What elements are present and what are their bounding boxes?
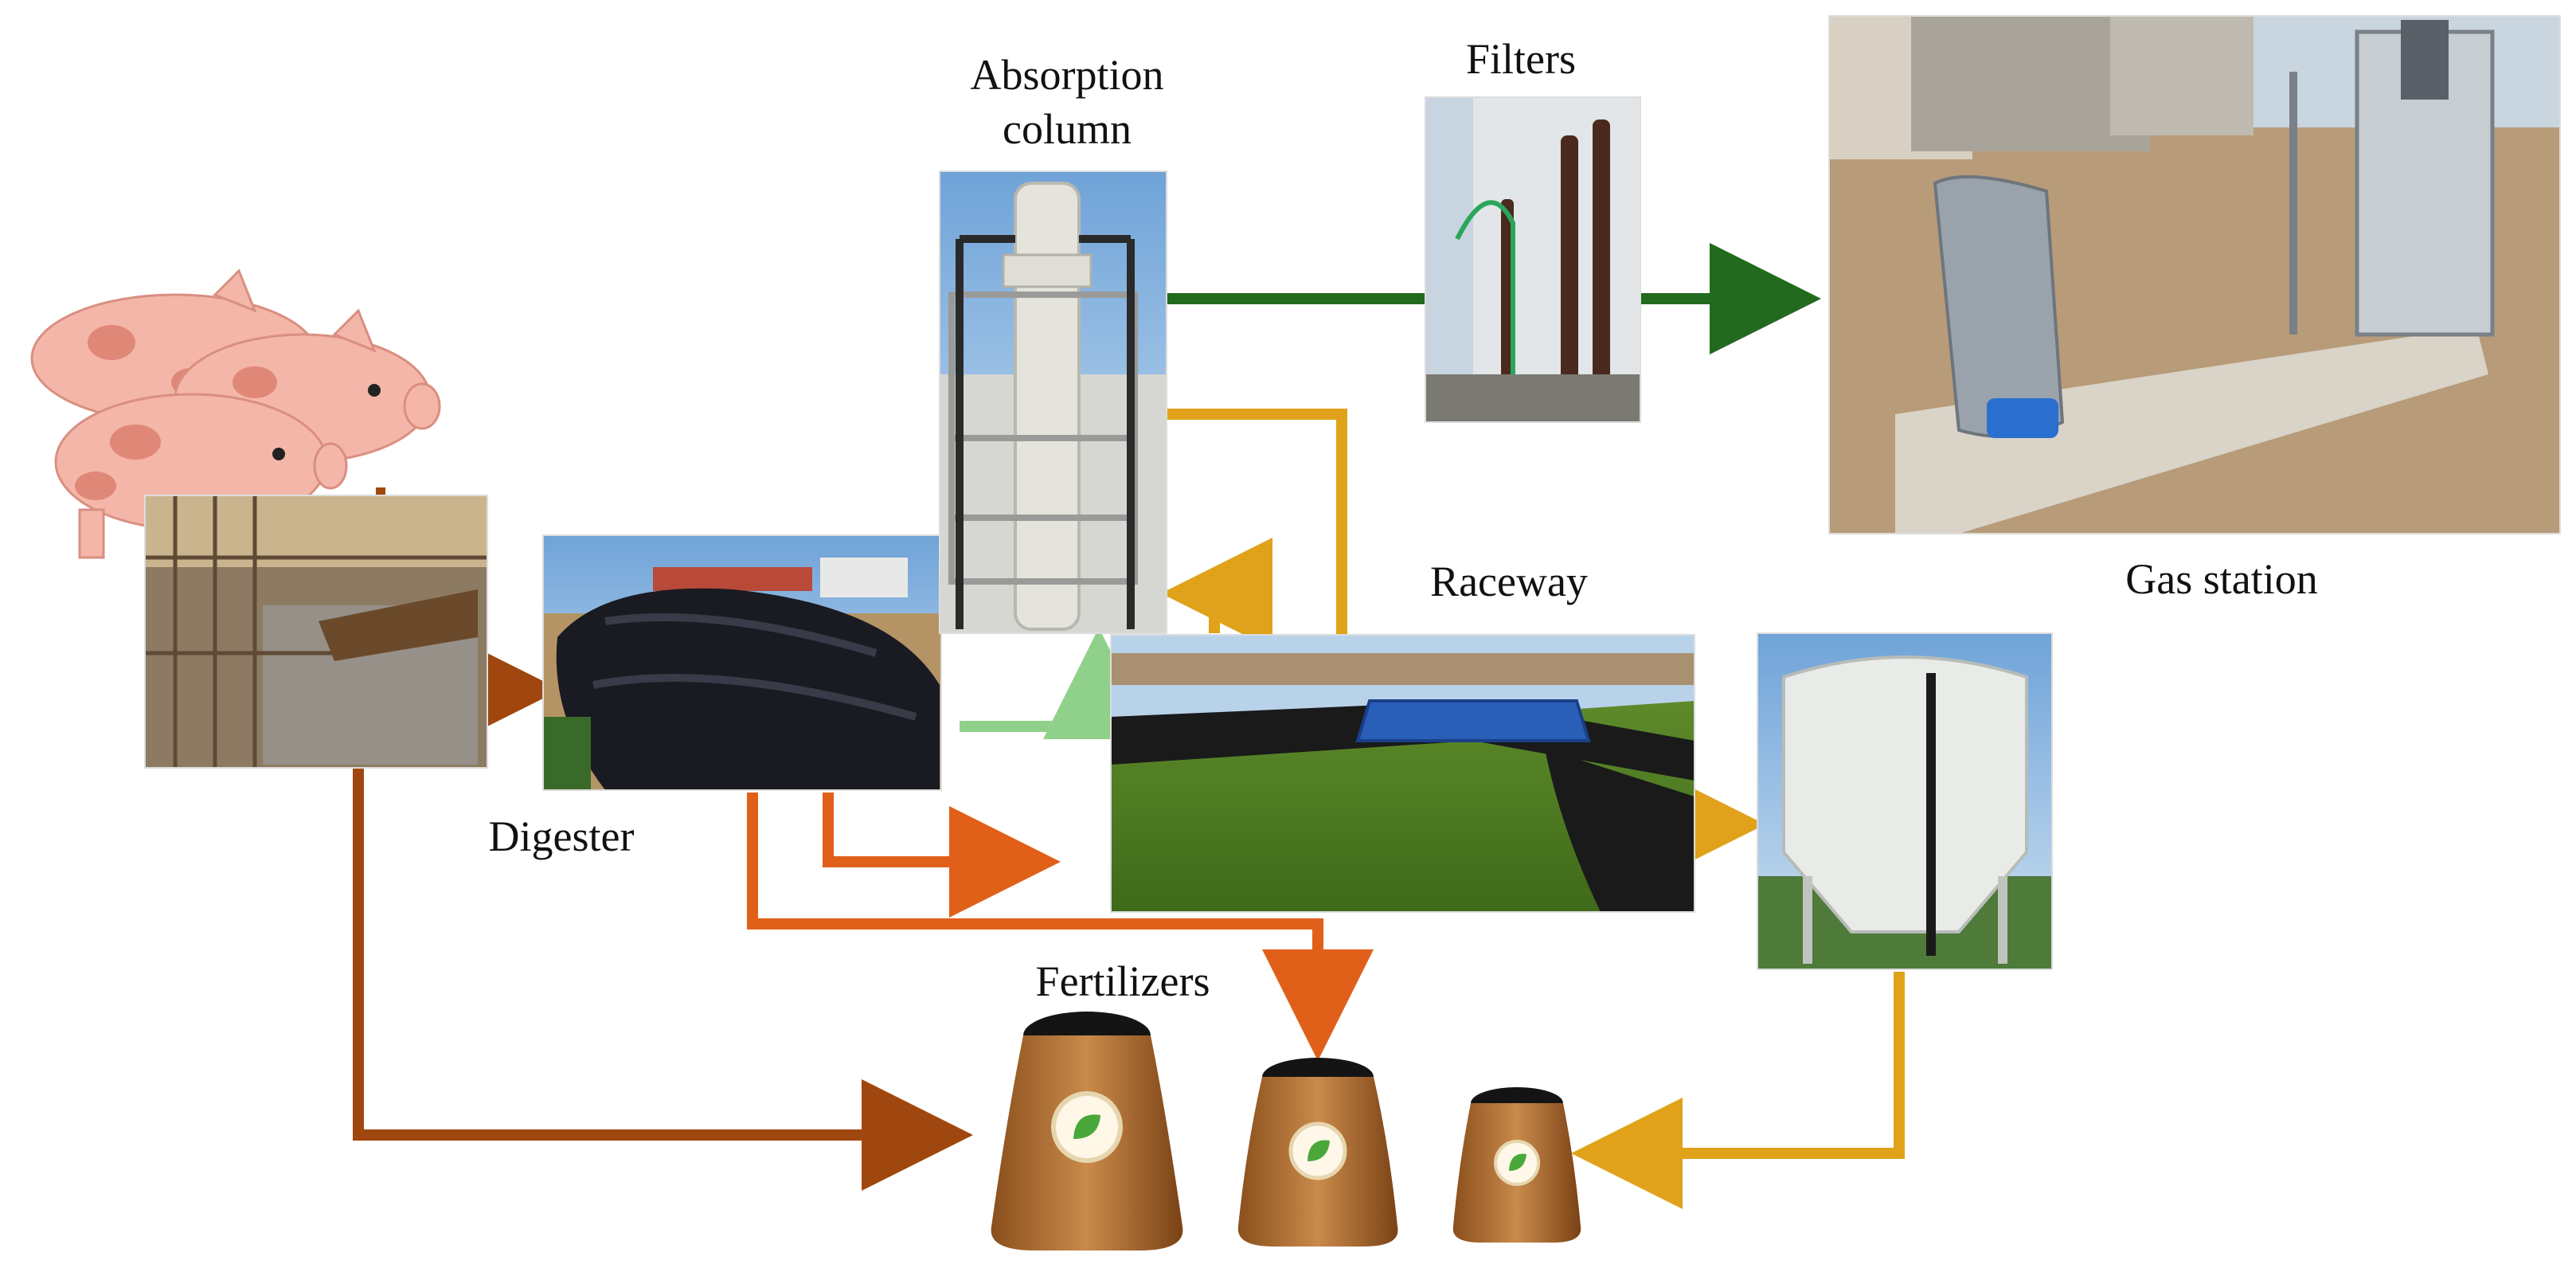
absorption-column-label-line2: column: [1003, 105, 1132, 153]
raceway-photo: [1110, 634, 1695, 913]
filters-photo: [1425, 96, 1641, 423]
column-to-raceway-arrow: [1167, 409, 1347, 637]
settler-tank-photo: [1757, 632, 2053, 970]
gas-station-label: Gas station: [2125, 555, 2317, 603]
fertilizers-label: Fertilizers: [1036, 957, 1210, 1005]
absorption-column-photo: [939, 170, 1167, 634]
digestate-to-fertilizer-arrow: [747, 793, 1374, 1061]
filters-label: Filters: [1466, 35, 1576, 83]
flow-arrows: [353, 243, 1905, 1209]
gas-station-photo: [1828, 15, 2561, 534]
digestate-to-raceway-arrow: [823, 793, 1061, 918]
digester-label: Digester: [489, 812, 635, 860]
fertilizer-sack-small: [1452, 1087, 1581, 1243]
farm-pen-photo: [144, 495, 488, 769]
manure-to-fertilizer-arrow: [353, 769, 973, 1191]
raceway-label: Raceway: [1430, 558, 1588, 605]
fertilizer-sack-medium: [1237, 1058, 1398, 1247]
pigs-illustration: [30, 268, 441, 559]
biogas-to-column-arrow: [960, 628, 1155, 739]
digester-photo: [542, 534, 942, 791]
fertilizer-sack-large: [991, 1012, 1183, 1250]
absorption-column-label-line1: Absorption: [971, 51, 1164, 99]
raceway-to-column-arrow: [1161, 538, 1272, 649]
settler-to-fertilizer-arrow: [1571, 972, 1905, 1209]
